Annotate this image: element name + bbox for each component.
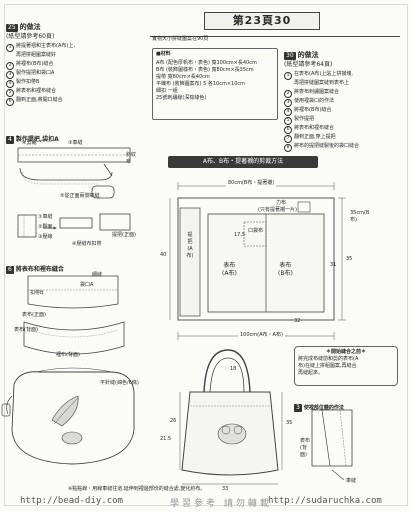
tip-box: ＊開始縫合之前＊ 將完成布縫前和剪的表布(A 布)在縫上拼組圖案,再縫合 再縫起…: [294, 346, 398, 386]
diagram-label: 提把(正面): [112, 232, 136, 238]
diagram-label: 表布(背面): [300, 438, 311, 458]
bottom-width-label: 100cm(A布・A布): [238, 332, 285, 339]
tip-line: 再縫起來。: [298, 370, 324, 376]
front-panel-label: 表布(A布): [222, 262, 237, 277]
back-panel-label: 表布(B布): [278, 262, 293, 277]
dim-label: 31: [330, 262, 337, 268]
section-badge: 30: [284, 52, 296, 60]
strap-column-label: 提把(A布): [186, 232, 194, 259]
diagram-label: ⑤從正面兩側車縫: [60, 193, 100, 199]
dim-label: 26: [170, 418, 177, 424]
page-frame: [4, 4, 408, 506]
dim-label: 21.5: [160, 436, 172, 442]
step-item: 1再把拼縫圖案縫到表布上: [294, 80, 350, 86]
diagram-label: 表布(背面): [14, 327, 38, 333]
watermark-middle: 學習參考 請勿轉載: [170, 499, 272, 509]
size-note: 實物大小拼縫圖案在90頁: [152, 36, 209, 42]
page-title: 第23頁30: [204, 12, 320, 30]
right-dim-label: 35cm(B布): [350, 210, 370, 223]
diagram-label: ③壓線: [38, 234, 53, 240]
diagram-label: ④剪裁: [22, 140, 37, 146]
diagram-label: 裡布(背面): [56, 352, 80, 358]
tip-title: ＊開始縫合之前＊: [325, 349, 366, 355]
diagram-label: ③車縫: [68, 140, 83, 146]
page-header: [150, 10, 400, 37]
diagram-label: 平針縫(綿色/6條): [100, 380, 139, 386]
dim-label: 32: [294, 318, 301, 324]
diagram-label: 車縫: [346, 478, 357, 484]
strap-sub-label: (只有提著襯一片): [258, 207, 297, 213]
tip-line: 將完成布縫前和剪的表布(A: [298, 356, 359, 362]
pattern-ref: (紙型請參考60頁): [6, 33, 55, 40]
watermark-right: http://sudaruchka.com: [268, 496, 382, 506]
section-title: 的做法: [297, 51, 319, 59]
section-badge: 25: [6, 24, 18, 32]
strap-label: 力布: [276, 200, 287, 206]
materials-box: ■材料 A布 (配色厚帆布・表色) 寬100cm×長40cm B布 (裝飾圖樣布…: [152, 48, 278, 120]
pocket-label: 口袋布: [248, 228, 264, 234]
material-item: 細扣 一組: [156, 88, 178, 94]
step-item: 1再把拼組圖案縫好: [16, 52, 57, 58]
tip-line: 布)在縫上拼組圖案,再縫合: [298, 363, 357, 369]
pattern-ref: (紙型請參考64頁): [284, 61, 333, 68]
diagram-label: 細縫: [92, 272, 103, 278]
footer-note: ※點點線・用線車縫往道,延伸到裡邊部份的縫合處,變化約布。: [68, 486, 206, 492]
dim-label: 35: [346, 256, 353, 262]
dim-label: 40: [160, 252, 167, 258]
layout-title: A布、B布・提著襯的剪裁方法: [168, 156, 318, 168]
diagram-label: ②翻面: [38, 224, 53, 230]
diagram-label: ①車縫: [38, 214, 53, 220]
watermark-left: http://bead-diy.com: [20, 496, 123, 506]
diagram-label: 袋口A: [80, 282, 94, 288]
dim-label: 17.5: [234, 232, 246, 238]
width-label: 80cm(B布・提著襯): [226, 180, 277, 187]
diagram-label: ④壓縫布扣帶: [72, 241, 102, 247]
dim-label: 35: [286, 420, 293, 426]
diagram-label: 扣帶B: [30, 290, 44, 296]
dim-label: 18: [230, 366, 237, 372]
materials-header: ■材料: [156, 51, 171, 57]
material-item: 提帶 寬80cm×長40cm: [156, 74, 210, 80]
material-item: 平織布 (裝飾圖案布) 5 各10cm×10cm: [156, 81, 246, 87]
section-title: 的做法: [19, 23, 41, 31]
dim-label: 33: [222, 486, 229, 492]
diagram-label: 表布(正面): [22, 312, 46, 318]
material-item: A布 (配色厚帆布・表色) 寬100cm×長40cm: [156, 60, 257, 66]
material-item: 25號刺繡線(深棕綠色): [156, 95, 207, 101]
material-item: B布 (裝飾圖樣布・表色) 寬80cm×長35cm: [156, 67, 254, 73]
